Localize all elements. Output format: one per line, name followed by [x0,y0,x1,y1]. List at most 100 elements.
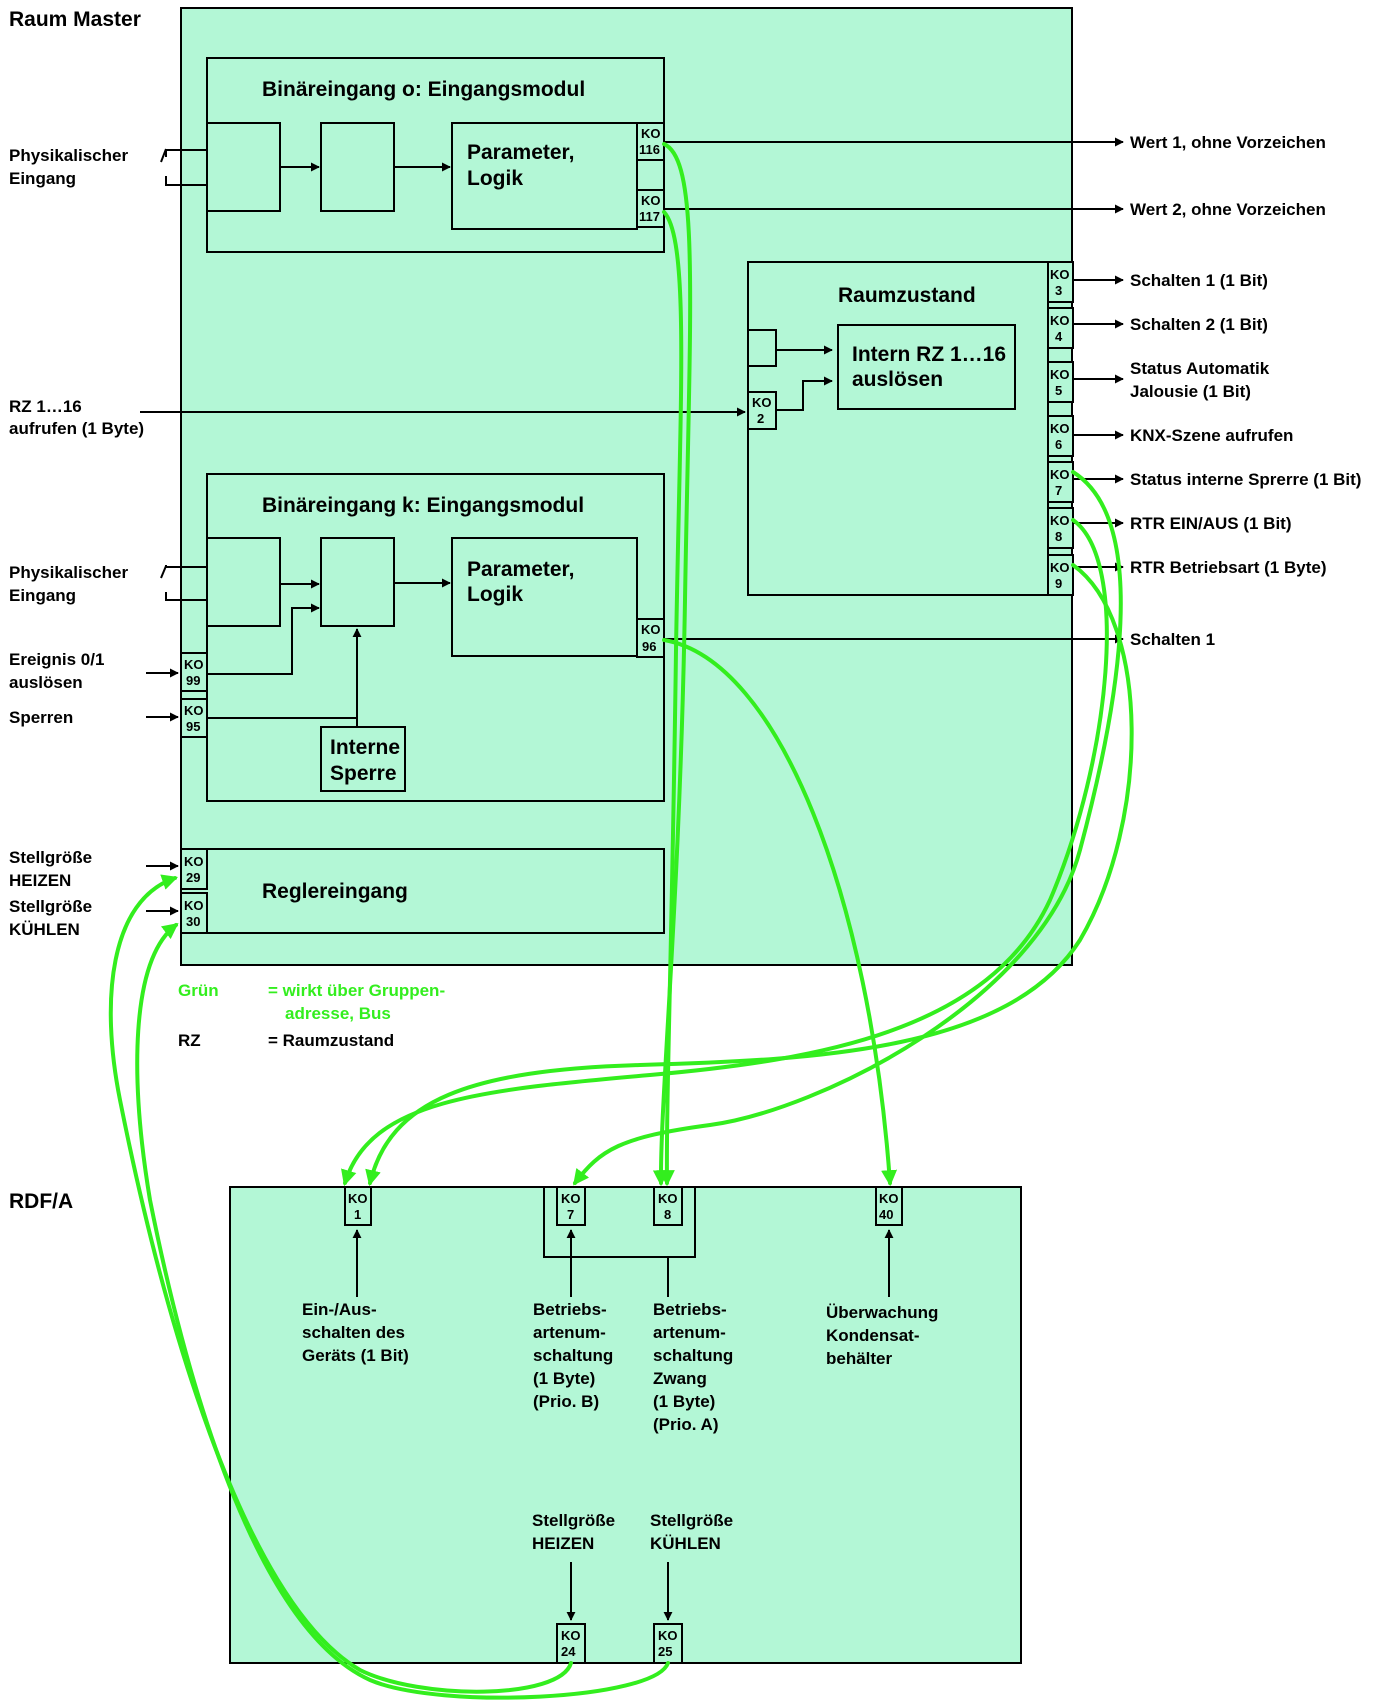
output-schalten-1-bit: Schalten 1 (1 Bit) [1130,271,1268,290]
rdf-ko1-desc-1: Ein-/Aus- [302,1300,377,1319]
rdf-ko7-desc-5: (Prio. B) [533,1392,599,1411]
raum-master-panel [180,7,1073,966]
stellgroesse-heizen-line2: HEIZEN [9,871,71,890]
ko-96-number: 96 [642,639,656,654]
rdf-ko8-desc-4: Zwang [653,1369,707,1388]
legend-rz-value: = Raumzustand [268,1031,394,1050]
ko-4-label: KO [1050,313,1070,328]
output-wert-1: Wert 1, ohne Vorzeichen [1130,133,1326,152]
output-status-sperre: Status interne Sprerre (1 Bit) [1130,470,1361,489]
ko-29-number: 29 [186,870,200,885]
rdf-kuehlen-line1: Stellgröße [650,1511,733,1530]
ereignis-line2: auslösen [9,673,83,692]
output-schalten-2-bit: Schalten 2 (1 Bit) [1130,315,1268,334]
physical-input-2-line1: Physikalischer [9,563,128,582]
ko-30-label: KO [184,898,204,913]
rdf-title: RDF/A [9,1190,73,1213]
stellgroesse-kuehlen-line2: KÜHLEN [9,920,80,939]
rdf-ko-group: KO 1 KO 7 KO 8 KO 40 KO 24 KO 25 [344,1186,903,1664]
stellgroesse-kuehlen-line1: Stellgröße [9,897,92,916]
ko-7-label: KO [1050,467,1070,482]
rdf-ko8-desc-5: (1 Byte) [653,1392,715,1411]
rdf-ko-40-label: KO [879,1191,899,1206]
rdf-ko-8-label: KO [658,1191,678,1206]
output-status-automatik-line1: Status Automatik [1130,359,1270,378]
ko-8-label: KO [1050,513,1070,528]
output-status-automatik-line2: Jalousie (1 Bit) [1130,382,1251,401]
ko-99-label: KO [184,657,204,672]
rdf-ko40-desc-1: Überwachung [826,1303,938,1322]
rdf-ko8-desc-2: artenum- [653,1323,726,1342]
binary-input-0-module: Binäreingang o: Eingangsmodul Parameter,… [206,57,665,253]
ko-8-number: 8 [1055,529,1062,544]
rdf-ko7-desc-4: (1 Byte) [533,1369,595,1388]
raumzustand-title: Raumzustand [838,284,976,307]
ko-117-number: 117 [639,209,660,224]
rz-aufrufen-line2: aufrufen (1 Byte) [9,419,144,438]
intern-rz-line1: Intern RZ 1…16 [852,343,1006,366]
ereignis-line1: Ereignis 0/1 [9,650,104,669]
legend-gruen-line1: = wirkt über Gruppen- [268,981,445,1000]
ko-95-label: KO [184,703,204,718]
rdf-ko7-desc-1: Betriebs- [533,1300,607,1319]
ko-9-label: KO [1050,560,1070,575]
ko-6-label: KO [1050,421,1070,436]
binary-input-0-title: Binäreingang o: Eingangsmodul [262,78,585,101]
output-rtr-ein-aus: RTR EIN/AUS (1 Bit) [1130,514,1292,533]
intern-rz-line2: auslösen [852,368,943,391]
physical-input-1 [160,148,207,186]
reglereingang-title: Reglereingang [262,880,408,903]
ko-9-number: 9 [1055,576,1062,591]
ko-95-number: 95 [186,719,200,734]
physical-input-2-line2: Eingang [9,586,76,605]
rdf-ko1-desc-2: schalten des [302,1323,405,1342]
ko-99-number: 99 [186,673,200,688]
bus-ko8-to-rdf-ko1-a [341,518,1109,1187]
stellgroesse-heizen-line1: Stellgröße [9,848,92,867]
ko-117-label: KO [641,193,661,208]
ko-2-label: KO [752,395,772,410]
rdf-ko-8-number: 8 [664,1207,671,1222]
rdf-ko-24-number: 24 [561,1644,576,1659]
rdf-heizen-line1: Stellgröße [532,1511,615,1530]
ko-3-label: KO [1050,267,1070,282]
rdf-ko7-desc-3: schaltung [533,1346,613,1365]
interne-sperre-line1: Interne [330,736,400,759]
rdf-ko8-desc-6: (Prio. A) [653,1415,718,1434]
legend-gruen-key: Grün [178,981,219,1000]
ko-3-number: 3 [1055,283,1062,298]
binary-input-k-module: Binäreingang k: Eingangsmodul Parameter,… [180,473,665,802]
ko-30-number: 30 [186,914,200,929]
bus-ko116-to-ko8 [652,142,693,1187]
raumzustand-ko-column: KO 3 KO 4 KO 5 KO 6 KO 7 KO 8 KO 9 [1047,261,1074,596]
raum-master-title: Raum Master [9,8,141,31]
bus-ko117-to-ko8 [658,210,684,1187]
bus-connections [108,142,1134,1700]
ko-5-number: 5 [1055,383,1062,398]
physical-input-1-line1: Physikalischer [9,146,128,165]
output-rtr-betriebsart: RTR Betriebsart (1 Byte) [1130,558,1327,577]
legend-gruen-line2: adresse, Bus [285,1004,391,1023]
param-logic-k-line1: Parameter, [467,558,574,581]
rdf-ko-24-label: KO [561,1628,581,1643]
param-logic-0-line2: Logik [467,167,523,190]
rdf-ko-7-label: KO [561,1191,581,1206]
output-knx-szene: KNX-Szene aufrufen [1130,426,1293,445]
reglereingang-module: Reglereingang KO 29 KO 30 [180,848,665,934]
rdf-ko40-desc-2: Kondensat- [826,1326,920,1345]
rdf-ko-7-number: 7 [567,1207,574,1222]
param-logic-0-line1: Parameter, [467,141,574,164]
binary-input-k-title: Binäreingang k: Eingangsmodul [262,494,584,517]
rdf-ko1-desc-3: Geräts (1 Bit) [302,1346,409,1365]
physical-input-2 [160,565,207,601]
ko-5-label: KO [1050,367,1070,382]
bus-ko25-to-ko30 [135,923,670,1700]
bus-ko9-to-rdf-ko1-b [365,563,1134,1187]
ko-116-label: KO [641,126,661,141]
ko-6-number: 6 [1055,437,1062,452]
param-logic-k-line2: Logik [467,583,523,606]
bus-ko7-to-rdf-ko7 [573,470,1123,1186]
rdf-ko7-desc-2: artenum- [533,1323,606,1342]
rdf-ko8-desc-1: Betriebs- [653,1300,727,1319]
